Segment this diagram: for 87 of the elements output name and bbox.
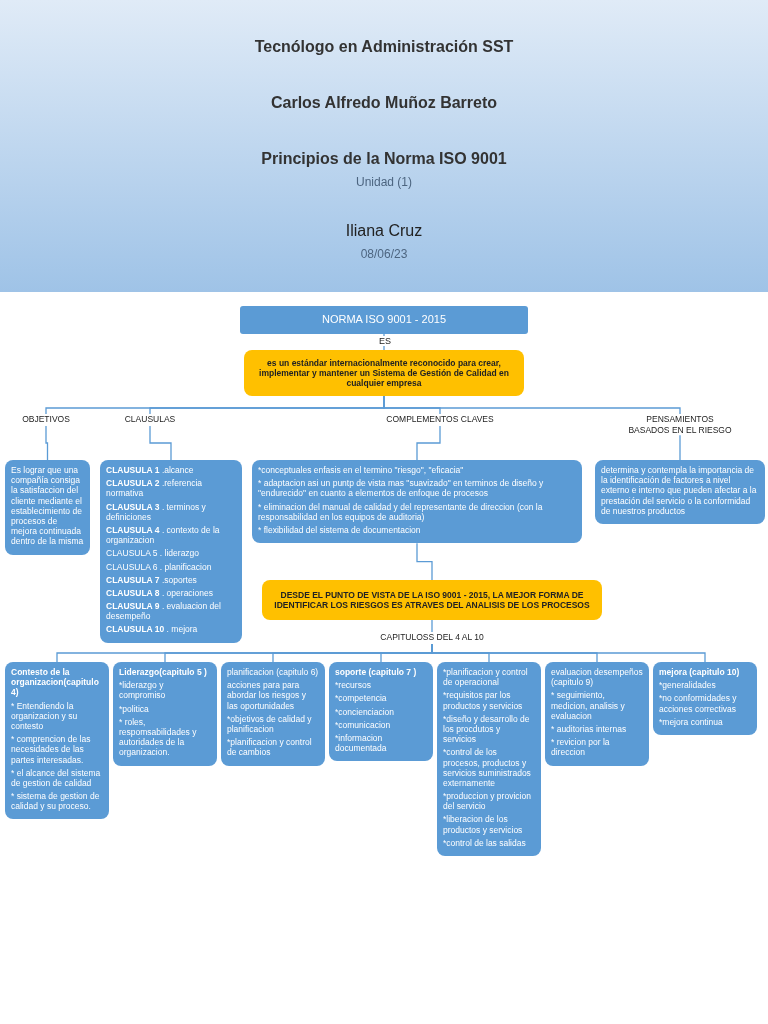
box-text: CLAUSULA 7 .soportes xyxy=(106,574,198,585)
slide-text: Tecnólogo en Administración SST xyxy=(254,38,514,56)
box-text: *control de las salidas xyxy=(443,837,527,848)
connector-line xyxy=(431,619,433,633)
concept-box xyxy=(252,460,582,544)
branch-heading: CLAUSULAS xyxy=(108,414,192,426)
box-text: planificacion (capitulo 6) xyxy=(227,667,319,678)
edge-label: ES xyxy=(377,336,393,346)
connector-line xyxy=(416,425,441,461)
branch-heading: CAPITULOSS DEL 4 AL 10 xyxy=(372,632,492,644)
box-text: Es lograr que una compañía consiga la satisfaccion del cliente mediante el establecimiento de procesos de mejora continuada dentro de la misma xyxy=(11,465,84,547)
box-text: * eliminacion del manual de calidad y del representante de direccion (con la responsabilidad en los equipos de auditoria) xyxy=(258,501,544,522)
box-heading: mejora (capitulo 10) xyxy=(659,667,741,678)
concept-box xyxy=(437,662,541,856)
box-text: * sistema de gestion de calidad y su proceso. xyxy=(11,791,101,812)
connector-line xyxy=(45,425,49,461)
box-text: * adaptacion asi un puntp de vista mas "suavizado" en terminos de diseño y "endurecido" en cuanto a elementos de enfoque de procesos xyxy=(258,478,545,499)
box-text: determina y contempla la importancia de la identificación de factores a nivel externo e interno que pueden afectar a la prestación del servicio o la conformidad de nuestros productos xyxy=(601,465,758,516)
box-text: * roles, respomsabilidades y autoridades de la organizacion. xyxy=(119,716,198,758)
connector-line xyxy=(149,425,172,461)
box-text: *competencia xyxy=(335,693,388,704)
concept-box xyxy=(653,662,757,735)
box-text: *mejora continua xyxy=(659,716,724,727)
concept-box xyxy=(329,662,433,762)
box-text: *control de los procesos, productos y servicios suministrados externamente xyxy=(443,747,532,789)
slide-text: Unidad (1) xyxy=(356,175,412,189)
box-heading: NORMA ISO 9001 - 2015 xyxy=(321,313,447,327)
box-text: *politica xyxy=(119,703,150,714)
branch-heading: PENSAMIENTOS BASADOS EN EL RIESGO xyxy=(625,414,735,436)
box-text: CLAUSULA 9 . evaluacion del desempeño xyxy=(106,601,222,622)
box-text: es un estándar internacionalmente reconocido para crear, implementar y mantener un Sistema de Gestión de Calidad en cualquier empresa xyxy=(258,357,510,389)
box-text: CLAUSULA 4 . contexto de la organizacion xyxy=(106,524,221,546)
box-heading: Contesto de la organizacion(capitulo 4) xyxy=(11,667,100,698)
box-text: *conceptuales enfasis en el termino "riesgo", "eficacia" xyxy=(258,465,465,476)
box-text: *planificacion y control de cambios xyxy=(227,737,313,758)
box-text: * revicion por la direccion xyxy=(551,737,611,758)
box-text: CLAUSULA 6 . planificacion xyxy=(106,561,213,572)
box-text: *produccion y provicion del servicio xyxy=(443,791,532,812)
box-text: * el alcance del sistema de gestion de calidad xyxy=(11,767,102,789)
concept-box xyxy=(221,662,325,766)
box-text: *liberacion de los productos y servicios xyxy=(443,814,524,835)
highlight-box xyxy=(244,350,524,396)
box-text: *recursos xyxy=(335,680,372,691)
concept-box xyxy=(5,460,90,555)
box-text: *comunicacion xyxy=(335,719,392,730)
box-text: DESDE EL PUNTO DE VISTA DE LA ISO 9001 - 2015, LA MEJOR FORMA DE IDENTIFICAR LOS RIESGOS ES ATRAVES DEL ANALISIS DE LOS PROCESOS xyxy=(273,589,591,611)
box-text: * seguimiento, medicion, analisis y evaluacion xyxy=(551,690,626,721)
box-text: * auditorias internas xyxy=(551,723,628,735)
box-text: * comprencion de las necesidades de las partes interesadas. xyxy=(11,734,92,765)
box-heading: soporte (capitulo 7 ) xyxy=(335,667,418,678)
box-heading: Liderazgo(capitulo 5 ) xyxy=(119,667,208,678)
box-text: CLAUSULA 1 .alcance xyxy=(106,465,195,476)
box-text: * flexibilidad del sistema de documentacion xyxy=(258,524,422,536)
slide-title: Principios de la Norma ISO 9001 xyxy=(261,150,507,168)
branch-heading: OBJETIVOS xyxy=(5,414,87,426)
box-text: *requisitos par los productos y servicios xyxy=(443,690,524,711)
box-text: *no conformidades y acciones correctivas xyxy=(659,693,738,714)
concept-box xyxy=(545,662,649,766)
box-text: * Entendiendo la organizacion y su contesto xyxy=(11,700,79,732)
box-text: CLAUSULA 5 . liderazgo xyxy=(106,548,201,559)
concept-box xyxy=(595,460,765,524)
box-text: CLAUSULA 2 .referencia normativa xyxy=(106,478,204,499)
box-text: *planificacion y control de operacional xyxy=(443,667,529,688)
slide-text: Carlos Alfredo Muñoz Barreto xyxy=(270,94,498,112)
box-text: evaluacion desempeños (capitulo 9) xyxy=(551,667,643,688)
box-text: *concienciacion xyxy=(335,706,396,717)
slide-text: 08/06/23 xyxy=(360,247,408,261)
box-text: *generalidades xyxy=(659,680,717,691)
box-text: CLAUSULA 10 . mejora xyxy=(106,624,199,635)
connector-line xyxy=(431,643,706,663)
box-text: CLAUSULA 8 . operaciones xyxy=(106,587,214,599)
concept-box xyxy=(5,662,109,820)
connector-line xyxy=(383,395,681,415)
box-text: *objetivos de calidad y planificacion xyxy=(227,713,313,735)
highlight-box xyxy=(262,580,602,620)
concept-box xyxy=(113,662,217,766)
branch-heading: COMPLEMENTOS CLAVES xyxy=(360,414,520,426)
connector-line xyxy=(679,434,681,461)
box-text: *liderazgo y compromiso xyxy=(119,680,167,701)
box-text: *diseño y desarrollo de los procdutos y servicios xyxy=(443,713,531,745)
connector-line xyxy=(416,542,433,581)
title-box xyxy=(240,306,528,334)
concept-box xyxy=(100,460,242,643)
box-text: acciones para para abordar los riesgos y las oportunidades xyxy=(227,680,307,711)
box-text: CLAUSULA 3 . terminos y definiciones xyxy=(106,501,207,522)
box-text: *informacion documentada xyxy=(335,732,388,754)
slide-text: Iliana Cruz xyxy=(345,222,423,240)
